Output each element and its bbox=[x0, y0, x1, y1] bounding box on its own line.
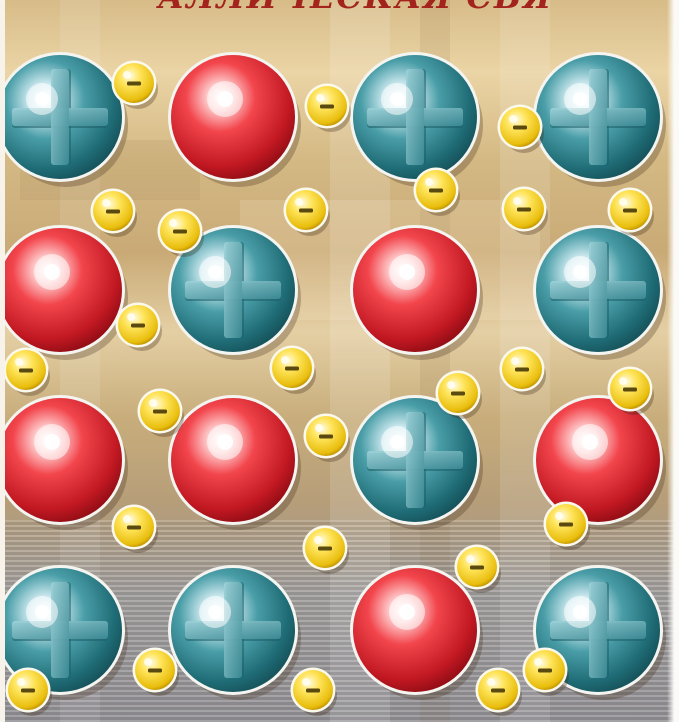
electron bbox=[158, 209, 203, 254]
electron bbox=[270, 346, 315, 391]
electron bbox=[523, 648, 568, 693]
cation-ion bbox=[533, 225, 663, 355]
electron bbox=[305, 84, 350, 129]
electron bbox=[133, 648, 178, 693]
electron bbox=[138, 389, 183, 434]
cation-ion bbox=[533, 52, 663, 182]
anion-ion bbox=[0, 395, 125, 525]
electron bbox=[291, 668, 336, 713]
electron bbox=[608, 188, 653, 233]
electron bbox=[436, 371, 481, 416]
cation-ion bbox=[168, 565, 298, 695]
anion-ion bbox=[0, 225, 125, 355]
left-edge bbox=[0, 0, 5, 722]
cation-ion bbox=[350, 52, 480, 182]
electron bbox=[284, 188, 329, 233]
electron bbox=[116, 303, 161, 348]
electron bbox=[6, 668, 51, 713]
electron bbox=[414, 168, 459, 213]
anion-ion bbox=[168, 52, 298, 182]
anion-ion bbox=[350, 225, 480, 355]
cation-ion bbox=[0, 52, 125, 182]
electron bbox=[303, 526, 348, 571]
electron bbox=[476, 668, 521, 713]
right-edge bbox=[667, 0, 679, 722]
electron bbox=[500, 347, 545, 392]
electron bbox=[544, 502, 589, 547]
anion-ion bbox=[533, 395, 663, 525]
electron bbox=[608, 367, 653, 412]
electron bbox=[4, 348, 49, 393]
electron bbox=[112, 61, 157, 106]
electron bbox=[455, 545, 500, 590]
electron bbox=[502, 187, 547, 232]
electron bbox=[498, 105, 543, 150]
electron bbox=[112, 505, 157, 550]
electron bbox=[91, 189, 136, 234]
anion-ion bbox=[350, 565, 480, 695]
electron bbox=[304, 414, 349, 459]
anion-ion bbox=[168, 395, 298, 525]
